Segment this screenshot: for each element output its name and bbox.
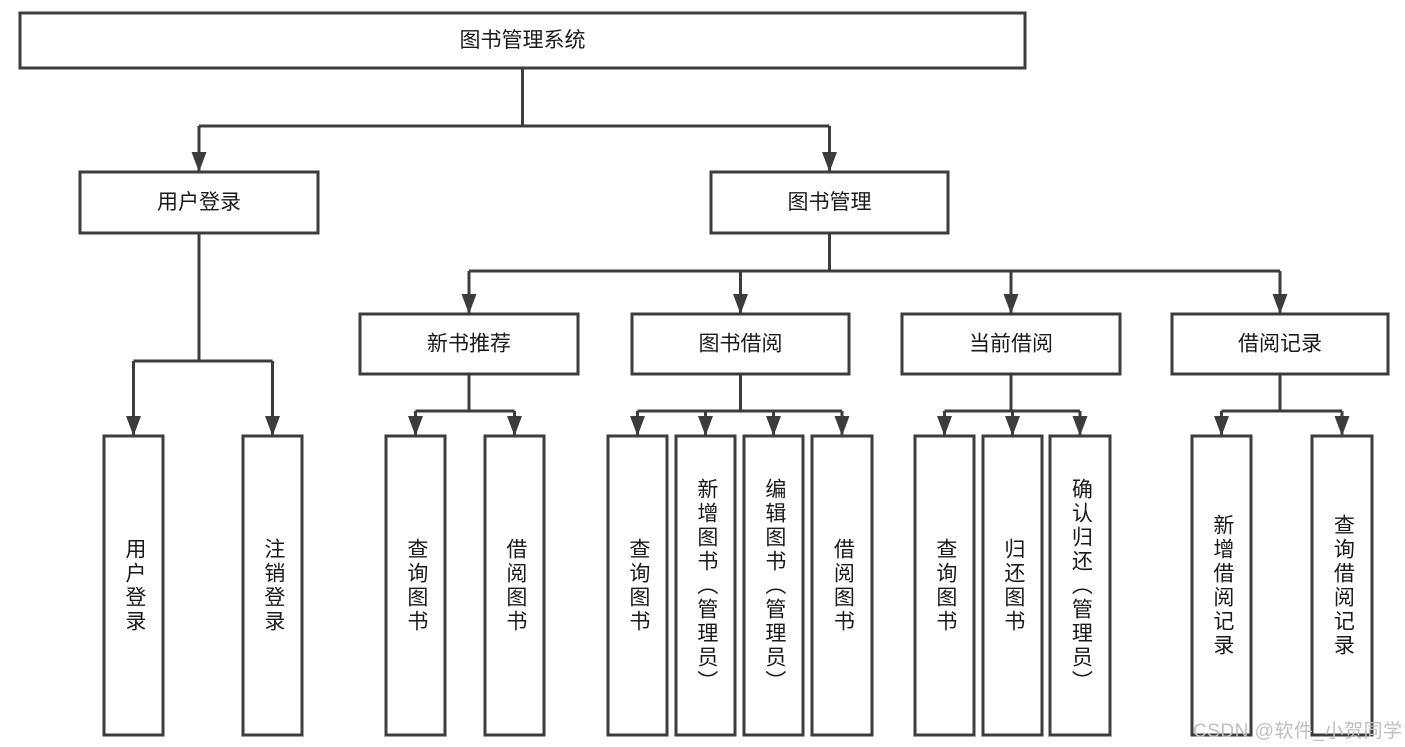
arrow-head-leaf-当前借阅-2 xyxy=(1072,416,1088,436)
arrow-head-leaf-图书借阅-2 xyxy=(766,416,781,436)
node-label-book-manage: 图书管理 xyxy=(788,191,872,214)
leaf-box-leaf-query-book-borrow[interactable] xyxy=(606,434,669,737)
node-box-book-manage[interactable] xyxy=(709,170,950,235)
node-label-root: 图书管理系统 xyxy=(460,29,586,52)
node-book-borrow[interactable]: 图书借阅 xyxy=(630,312,851,376)
leaf-box-leaf-user-login[interactable] xyxy=(102,434,165,737)
node-new-book-recommend[interactable]: 新书推荐 xyxy=(358,312,580,376)
arrow-head-leaf-新书推荐-1 xyxy=(507,416,522,436)
leaf-box-leaf-add-book[interactable] xyxy=(674,434,737,737)
arrow-head-root-1 xyxy=(822,152,837,172)
node-book-manage[interactable]: 图书管理 xyxy=(709,170,950,235)
node-user-login[interactable]: 用户登录 xyxy=(78,170,320,235)
arrow-head-leaf-当前借阅-0 xyxy=(937,416,952,436)
node-box-user-login[interactable] xyxy=(78,170,320,235)
arrow-head-leaf-图书借阅-0 xyxy=(630,416,645,436)
node-label-book-borrow: 图书借阅 xyxy=(699,333,783,356)
arrow-head-leaf-当前借阅-1 xyxy=(1005,416,1020,436)
watermark-text: CSDN @软件_小贺同学 xyxy=(1193,721,1403,742)
leaf-box-leaf-logout[interactable] xyxy=(241,434,304,737)
leaf-box-leaf-query-record[interactable] xyxy=(1310,434,1374,737)
node-label-new-book-recommend: 新书推荐 xyxy=(427,333,511,356)
leaf-box-leaf-confirm-return[interactable] xyxy=(1048,434,1112,737)
node-box-borrow-record[interactable] xyxy=(1170,312,1390,376)
leaf-box-leaf-return-book[interactable] xyxy=(981,434,1044,737)
node-box-new-book-recommend[interactable] xyxy=(358,312,580,376)
leaf-box-leaf-borrow-book-rec[interactable] xyxy=(483,434,546,737)
node-current-borrow[interactable]: 当前借阅 xyxy=(900,312,1122,376)
arrow-head-root-0 xyxy=(191,152,207,172)
leaf-box-leaf-borrow-book[interactable] xyxy=(810,434,874,737)
leaf-box-leaf-query-book-rec[interactable] xyxy=(384,434,447,737)
arrow-head-leaf-图书借阅-1 xyxy=(698,416,713,436)
arrow-head-leaf-新书推荐-0 xyxy=(408,416,423,436)
leaf-box-leaf-query-book-current[interactable] xyxy=(913,434,976,737)
node-label-current-borrow: 当前借阅 xyxy=(969,333,1053,356)
arrow-head-book-manage-1 xyxy=(733,294,748,314)
node-borrow-record[interactable]: 借阅记录 xyxy=(1170,312,1390,376)
arrow-head-leaf-借阅记录-0 xyxy=(1214,416,1229,436)
leaf-box-leaf-add-record[interactable] xyxy=(1190,434,1253,737)
arrow-head-leaf-图书借阅-3 xyxy=(834,416,850,436)
node-box-root[interactable] xyxy=(18,11,1027,70)
node-box-current-borrow[interactable] xyxy=(900,312,1122,376)
leaf-box-leaf-edit-book[interactable] xyxy=(742,434,805,737)
node-label-user-login: 用户登录 xyxy=(157,191,241,214)
arrow-head-book-manage-3 xyxy=(1272,294,1288,314)
arrow-head-book-manage-2 xyxy=(1003,294,1019,314)
node-label-borrow-record: 借阅记录 xyxy=(1238,333,1322,356)
arrow-head-leaf-用户登录-0 xyxy=(126,416,141,436)
arrow-head-leaf-用户登录-1 xyxy=(265,416,280,436)
node-box-book-borrow[interactable] xyxy=(630,312,851,376)
arrow-head-leaf-借阅记录-1 xyxy=(1334,416,1350,436)
node-root[interactable]: 图书管理系统 xyxy=(18,11,1027,70)
arrow-head-book-manage-0 xyxy=(461,294,477,314)
connector-layer xyxy=(126,68,1350,436)
